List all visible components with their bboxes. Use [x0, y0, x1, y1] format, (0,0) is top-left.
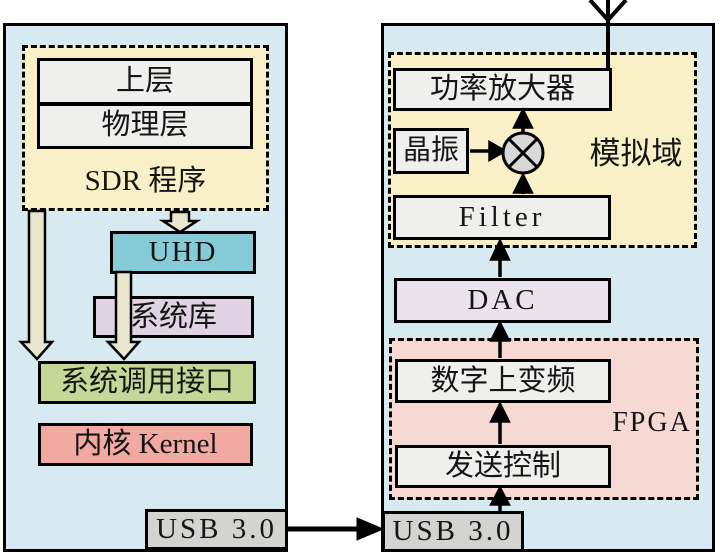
usb-right-box: USB 3.0 — [382, 511, 524, 552]
arrow-usb-to-usb — [288, 517, 385, 541]
power-amplifier-box: 功率放大器 — [393, 68, 612, 111]
kernel-box: 内核 Kernel — [38, 423, 253, 466]
digital-upconverter-box: 数字上变频 — [395, 359, 611, 403]
crystal-oscillator-box: 晶振 — [393, 128, 469, 174]
syscall-interface-box: 系统调用接口 — [38, 361, 256, 404]
uhd-box: UHD — [110, 231, 256, 274]
dac-box: DAC — [394, 278, 611, 323]
filter-box: Filter — [393, 195, 611, 240]
analog-domain-label: 模拟域 — [589, 135, 683, 171]
upper-layer-label: 上层 — [115, 64, 174, 97]
sdr-app-label: SDR 程序 — [84, 164, 207, 197]
transmit-control-box: 发送控制 — [395, 445, 611, 488]
fpga-label: FPGA — [612, 407, 692, 438]
physical-layer-box: 物理层 — [40, 106, 250, 147]
protocol-layers-box: 上层 物理层 — [37, 58, 253, 149]
physical-layer-label: 物理层 — [101, 109, 189, 142]
upper-layer-box: 上层 — [40, 61, 250, 106]
usb-left-box: USB 3.0 — [145, 509, 288, 550]
system-lib-box: 系统库 — [93, 296, 254, 338]
